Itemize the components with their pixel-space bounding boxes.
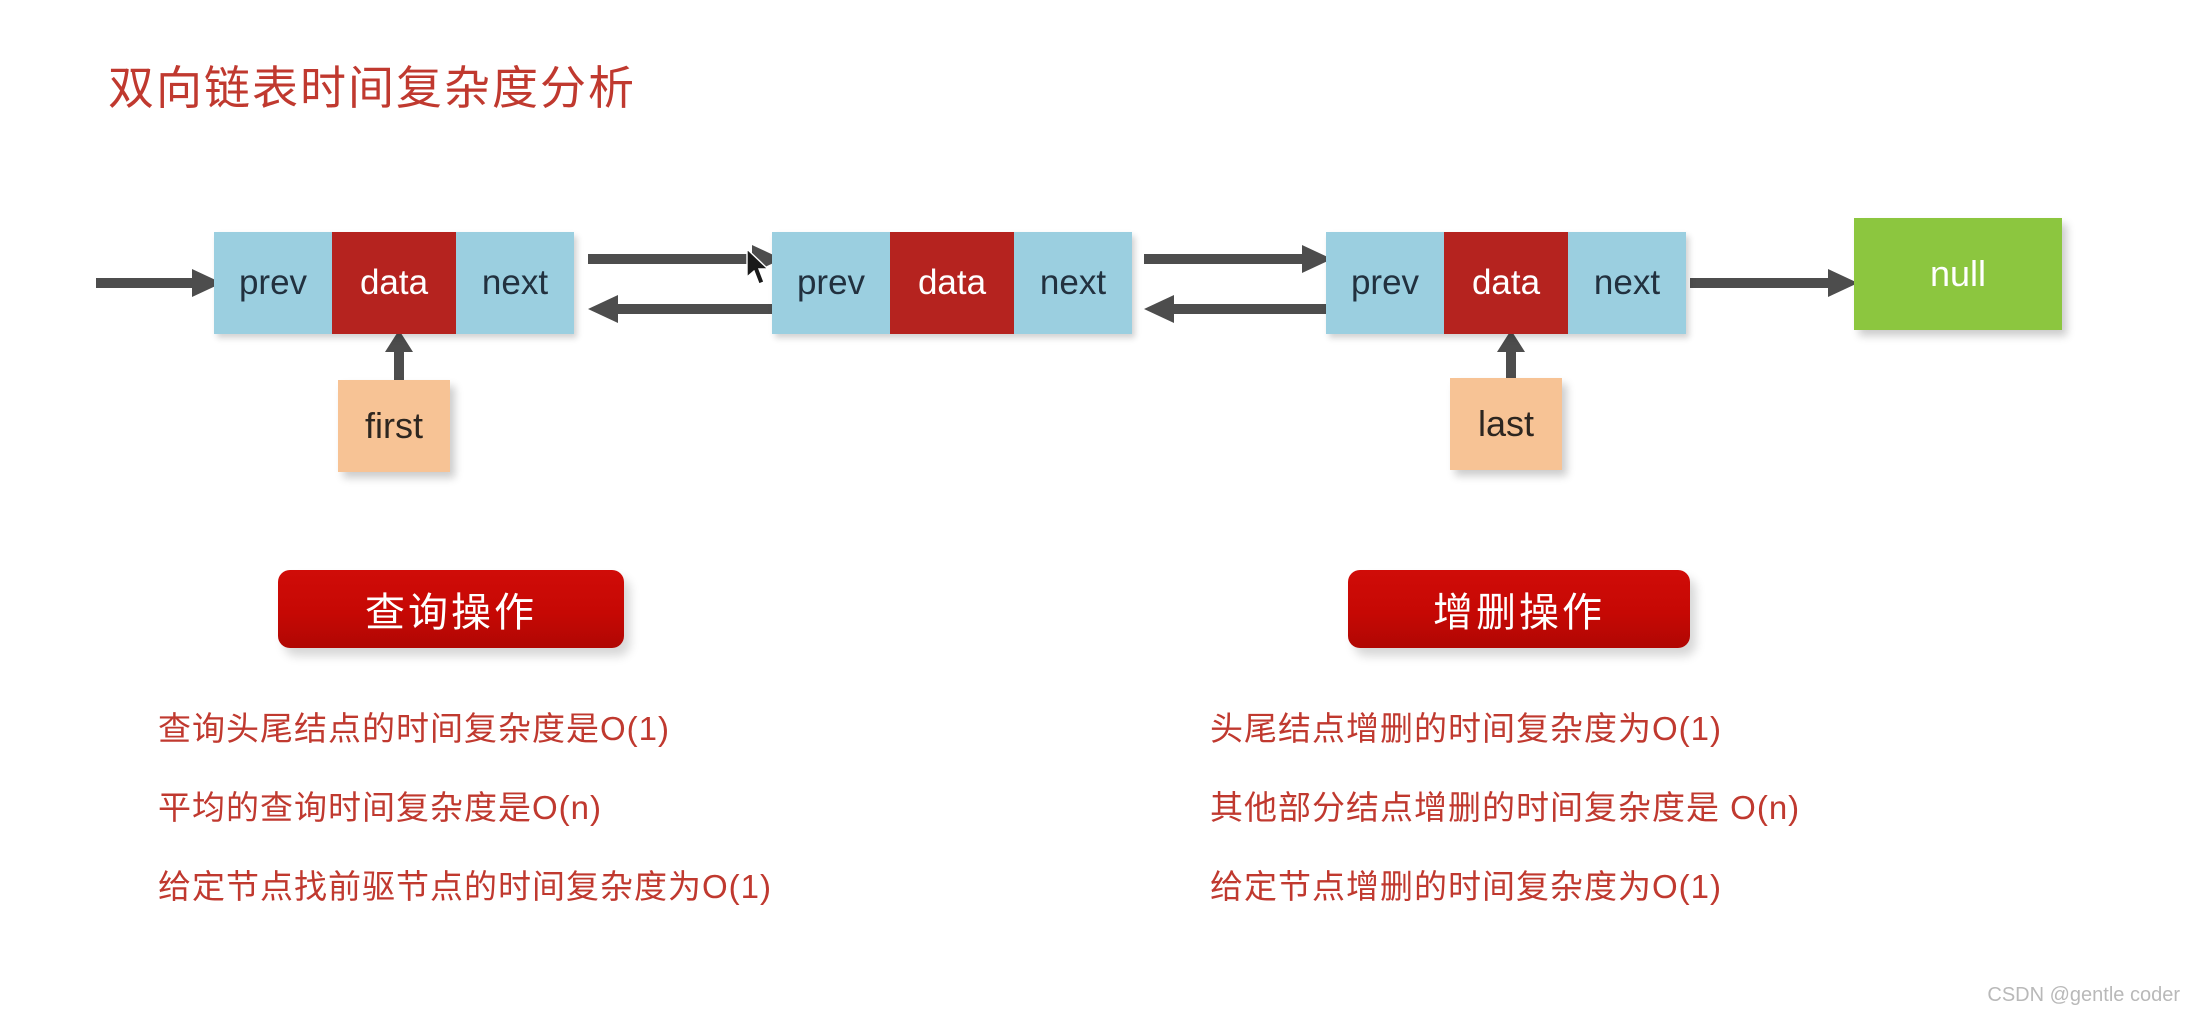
list-item: 给定节点找前驱节点的时间复杂度为O(1) [158, 868, 772, 905]
first-pointer-box: first [338, 380, 450, 472]
entry-arrow-icon [96, 269, 222, 297]
mouse-cursor-icon [746, 248, 770, 285]
node-cell-prev: prev [772, 232, 890, 334]
node-cell-prev: prev [214, 232, 332, 334]
node-cell-prev: prev [1326, 232, 1444, 334]
node-cell-data: data [890, 232, 1014, 334]
node-cell-data: data [1444, 232, 1568, 334]
modify-bullet-list: 头尾结点增删的时间复杂度为O(1) 其他部分结点增删的时间复杂度是 O(n) 给… [1210, 712, 1800, 949]
node-cell-next: next [1014, 232, 1132, 334]
list-item: 平均的查询时间复杂度是O(n) [158, 789, 602, 826]
next-arrow-node1-to-node2-icon [588, 245, 782, 273]
query-bullet-list: 查询头尾结点的时间复杂度是O(1) 平均的查询时间复杂度是O(n) 给定节点找前… [158, 712, 772, 949]
list-item: 给定节点增删的时间复杂度为O(1) [1210, 868, 1722, 905]
list-node: prev data next [1326, 232, 1686, 334]
page-title: 双向链表时间复杂度分析 [108, 62, 636, 114]
node-cell-next: next [1568, 232, 1686, 334]
query-operation-button[interactable]: 查询操作 [278, 570, 624, 648]
node-cell-next: next [456, 232, 574, 334]
prev-arrow-node2-to-node1-icon [588, 295, 782, 323]
next-arrow-node3-to-null-icon [1690, 269, 1858, 297]
node-cell-data: data [332, 232, 456, 334]
next-arrow-node2-to-node3-icon [1144, 245, 1332, 273]
watermark-label: CSDN @gentle coder [1987, 984, 2180, 1006]
prev-arrow-node3-to-node2-icon [1144, 295, 1332, 323]
last-pointer-box: last [1450, 378, 1562, 470]
null-terminator-box: null [1854, 218, 2062, 330]
list-item: 其他部分结点增删的时间复杂度是 O(n) [1210, 789, 1801, 826]
list-node: prev data next [772, 232, 1132, 334]
list-item: 头尾结点增删的时间复杂度为O(1) [1210, 710, 1722, 747]
list-node: prev data next [214, 232, 574, 334]
list-item: 查询头尾结点的时间复杂度是O(1) [158, 710, 670, 747]
modify-operation-button[interactable]: 增删操作 [1348, 570, 1690, 648]
